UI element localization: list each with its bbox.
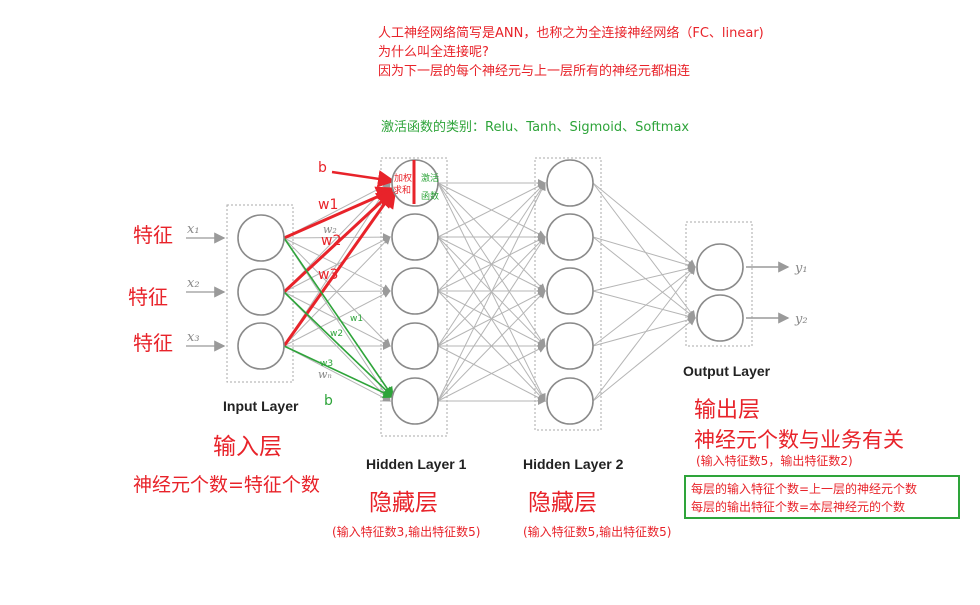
hidden2-neuron-5 — [546, 377, 594, 425]
connection-edge — [592, 182, 696, 268]
hidden1-layer-title: Hidden Layer 1 — [366, 456, 467, 472]
hidden2-neuron-2 — [546, 213, 594, 261]
weight-w3-red: w3 — [318, 267, 338, 283]
weight-wn-gray: wₙ — [318, 368, 332, 381]
bias-bottom: b — [324, 393, 333, 409]
input-neuron-2 — [237, 268, 285, 316]
green-weight-edge — [283, 237, 394, 399]
input-neuron-1 — [237, 214, 285, 262]
red-weight-edge — [282, 186, 397, 347]
neurons — [237, 159, 744, 425]
weight-w1-green: w1 — [350, 314, 363, 324]
hidden2-layer-cn: 隐藏层 — [528, 490, 597, 516]
connection-edge — [592, 290, 696, 321]
connection-edge — [592, 266, 696, 402]
feature-label-1: 特征 — [133, 223, 173, 247]
intro-line-2: 为什么叫全连接呢? — [378, 45, 489, 60]
connection-edge — [592, 315, 696, 347]
input-layer-cn: 输入层 — [213, 434, 282, 460]
connection-edge — [437, 345, 546, 402]
feature-label-2: 特征 — [128, 285, 168, 309]
input-layer-box — [226, 204, 294, 383]
connection-edge — [437, 236, 546, 402]
intro-text: 人工神经网络简写是ANN，也称之为全连接神经网络（FC、linear) 为什么叫… — [378, 24, 764, 81]
weight-w1-red: w1 — [318, 197, 338, 213]
connection-edge — [592, 236, 696, 269]
intro-line-1: 人工神经网络简写是ANN，也称之为全连接神经网络（FC、linear) — [378, 26, 764, 41]
neuron-split-left-2: 求和 — [393, 184, 411, 196]
output-neuron-2 — [696, 294, 744, 342]
hidden1-neuron-2 — [391, 213, 439, 261]
hidden1-layer-note: (输入特征数3,输出特征数5) — [332, 525, 481, 539]
output-layer-note: 神经元个数与业务有关 — [694, 428, 904, 452]
input-layer-note: 神经元个数=特征个数 — [133, 474, 320, 496]
hidden2-layer-note: (输入特征数5,输出特征数5) — [523, 525, 672, 539]
connection-edge — [437, 182, 546, 347]
weight-w2-red: w2 — [321, 233, 341, 249]
input-neuron-3 — [237, 322, 285, 370]
input-layer-title: Input Layer — [223, 398, 299, 414]
output-arrows — [746, 261, 790, 324]
hidden2-layer-box — [534, 157, 602, 431]
weight-w2-green: w2 — [330, 329, 343, 339]
hidden2-layer-title: Hidden Layer 2 — [523, 456, 624, 472]
connection-edge — [437, 182, 546, 238]
neuron-split-left-1: 加权 — [394, 172, 412, 184]
output-layer-cn: 输出层 — [694, 398, 761, 423]
feature-label-3: 特征 — [133, 331, 173, 355]
output-layer-title: Output Layer — [683, 363, 771, 379]
hidden1-neuron-5 — [391, 377, 439, 425]
green-weight-edge — [283, 345, 395, 399]
hidden1-neuron-3 — [391, 267, 439, 315]
activation-note: 激活函数的类别：Relu、Tanh、Sigmoid、Softmax — [381, 120, 690, 135]
hidden2-neuron-3 — [546, 267, 594, 315]
neuron-split-right-1: 激活 — [421, 172, 439, 184]
highlighted-weights — [282, 170, 398, 399]
connection-edge — [283, 345, 391, 402]
connection-edge — [283, 236, 391, 347]
output-layer-box — [685, 221, 753, 347]
weight-w1-gray: w₂ — [323, 223, 337, 236]
connection-edge — [437, 182, 546, 292]
hidden2-neuron-4 — [546, 322, 594, 370]
connection-edge — [437, 182, 546, 402]
hidden1-layer-box — [380, 157, 448, 437]
weight-w3-green: w3 — [320, 359, 333, 369]
input-arrows — [186, 232, 226, 352]
y2-label: y₂ — [794, 312, 808, 327]
connection-edge — [592, 236, 696, 319]
rule-line-2: 每层的输出特征个数=本层神经元的个数 — [691, 500, 906, 514]
hidden1-layer-cn: 隐藏层 — [369, 490, 438, 516]
hidden1-neuron-4 — [391, 322, 439, 370]
neuron-split-right-2: 函数 — [421, 190, 439, 202]
bias-top: b — [318, 160, 327, 176]
green-weight-edge — [283, 291, 395, 399]
y1-label: y₁ — [794, 261, 808, 276]
rule-line-1: 每层的输入特征个数=上一层的神经元个数 — [691, 482, 918, 496]
layer-rule-box: 每层的输入特征个数=上一层的神经元个数 每层的输出特征个数=本层神经元的个数 — [684, 475, 960, 519]
intro-line-3: 因为下一层的每个神经元与上一层所有的神经元都相连 — [378, 64, 691, 79]
connection-edge — [592, 317, 696, 402]
connection-edge — [283, 290, 391, 347]
x2-label: x₂ — [187, 276, 200, 291]
connection-edge — [592, 182, 696, 319]
connection-edge — [592, 264, 696, 292]
red-bias-edge — [331, 170, 396, 188]
output-layer-io-note: (输入特征数5，输出特征数2) — [696, 454, 853, 468]
output-neuron-1 — [696, 243, 744, 291]
x3-label: x₃ — [187, 330, 200, 345]
connection-edge — [437, 290, 546, 402]
connection-edge — [592, 266, 696, 347]
x1-label: x₁ — [187, 222, 200, 237]
hidden2-neuron-1 — [546, 159, 594, 207]
connections — [283, 179, 696, 405]
